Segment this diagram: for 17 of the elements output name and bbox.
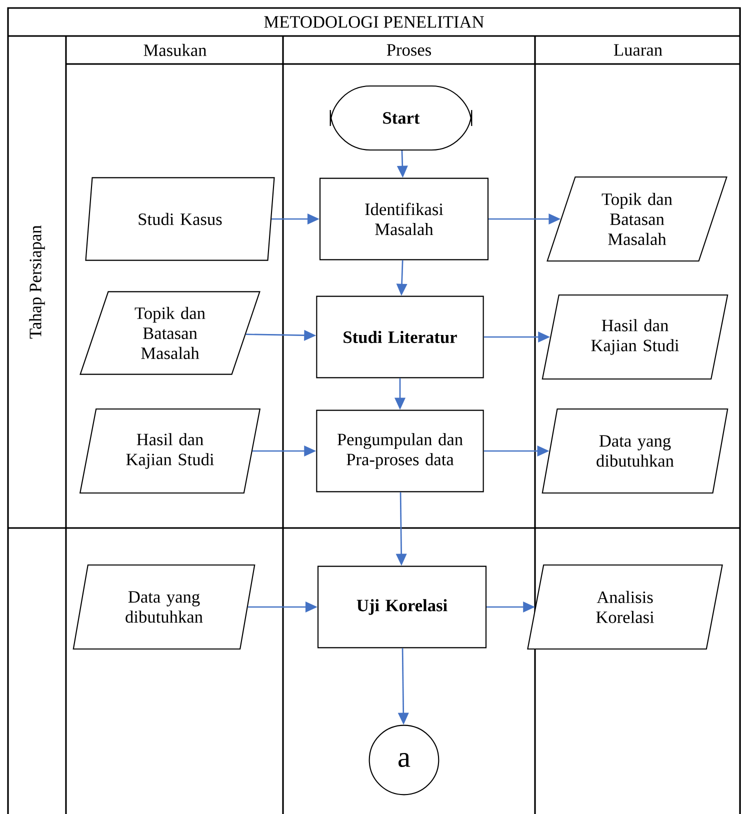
process-box: Identifikasi Masalah: [319, 178, 489, 260]
data-parallelogram: Topik dan Batasan Masalah: [80, 291, 260, 375]
lane-label: Tahap Persiapan: [29, 225, 45, 339]
process-box: Uji Korelasi: [317, 566, 487, 648]
start-terminal: Start: [330, 85, 472, 151]
column-header: Masukan: [144, 44, 206, 56]
data-parallelogram: Analisis Korelasi: [527, 564, 723, 650]
data-parallelogram: Hasil dan Kajian Studi: [542, 294, 728, 380]
data-parallelogram: Studi Kasus: [85, 177, 275, 261]
process-box: Studi Literatur: [316, 296, 484, 378]
data-parallelogram: Topik dan Batasan Masalah: [546, 176, 728, 262]
column-header: Proses: [386, 44, 431, 56]
data-parallelogram: Data yang dibutuhkan: [72, 564, 256, 650]
data-parallelogram: Data yang dibutuhkan: [542, 408, 728, 494]
process-box: Pengumpulan dan Pra-proses data: [316, 410, 484, 492]
table-title: METODOLOGI PENELITIAN: [264, 16, 484, 28]
column-header: Luaran: [614, 44, 662, 56]
